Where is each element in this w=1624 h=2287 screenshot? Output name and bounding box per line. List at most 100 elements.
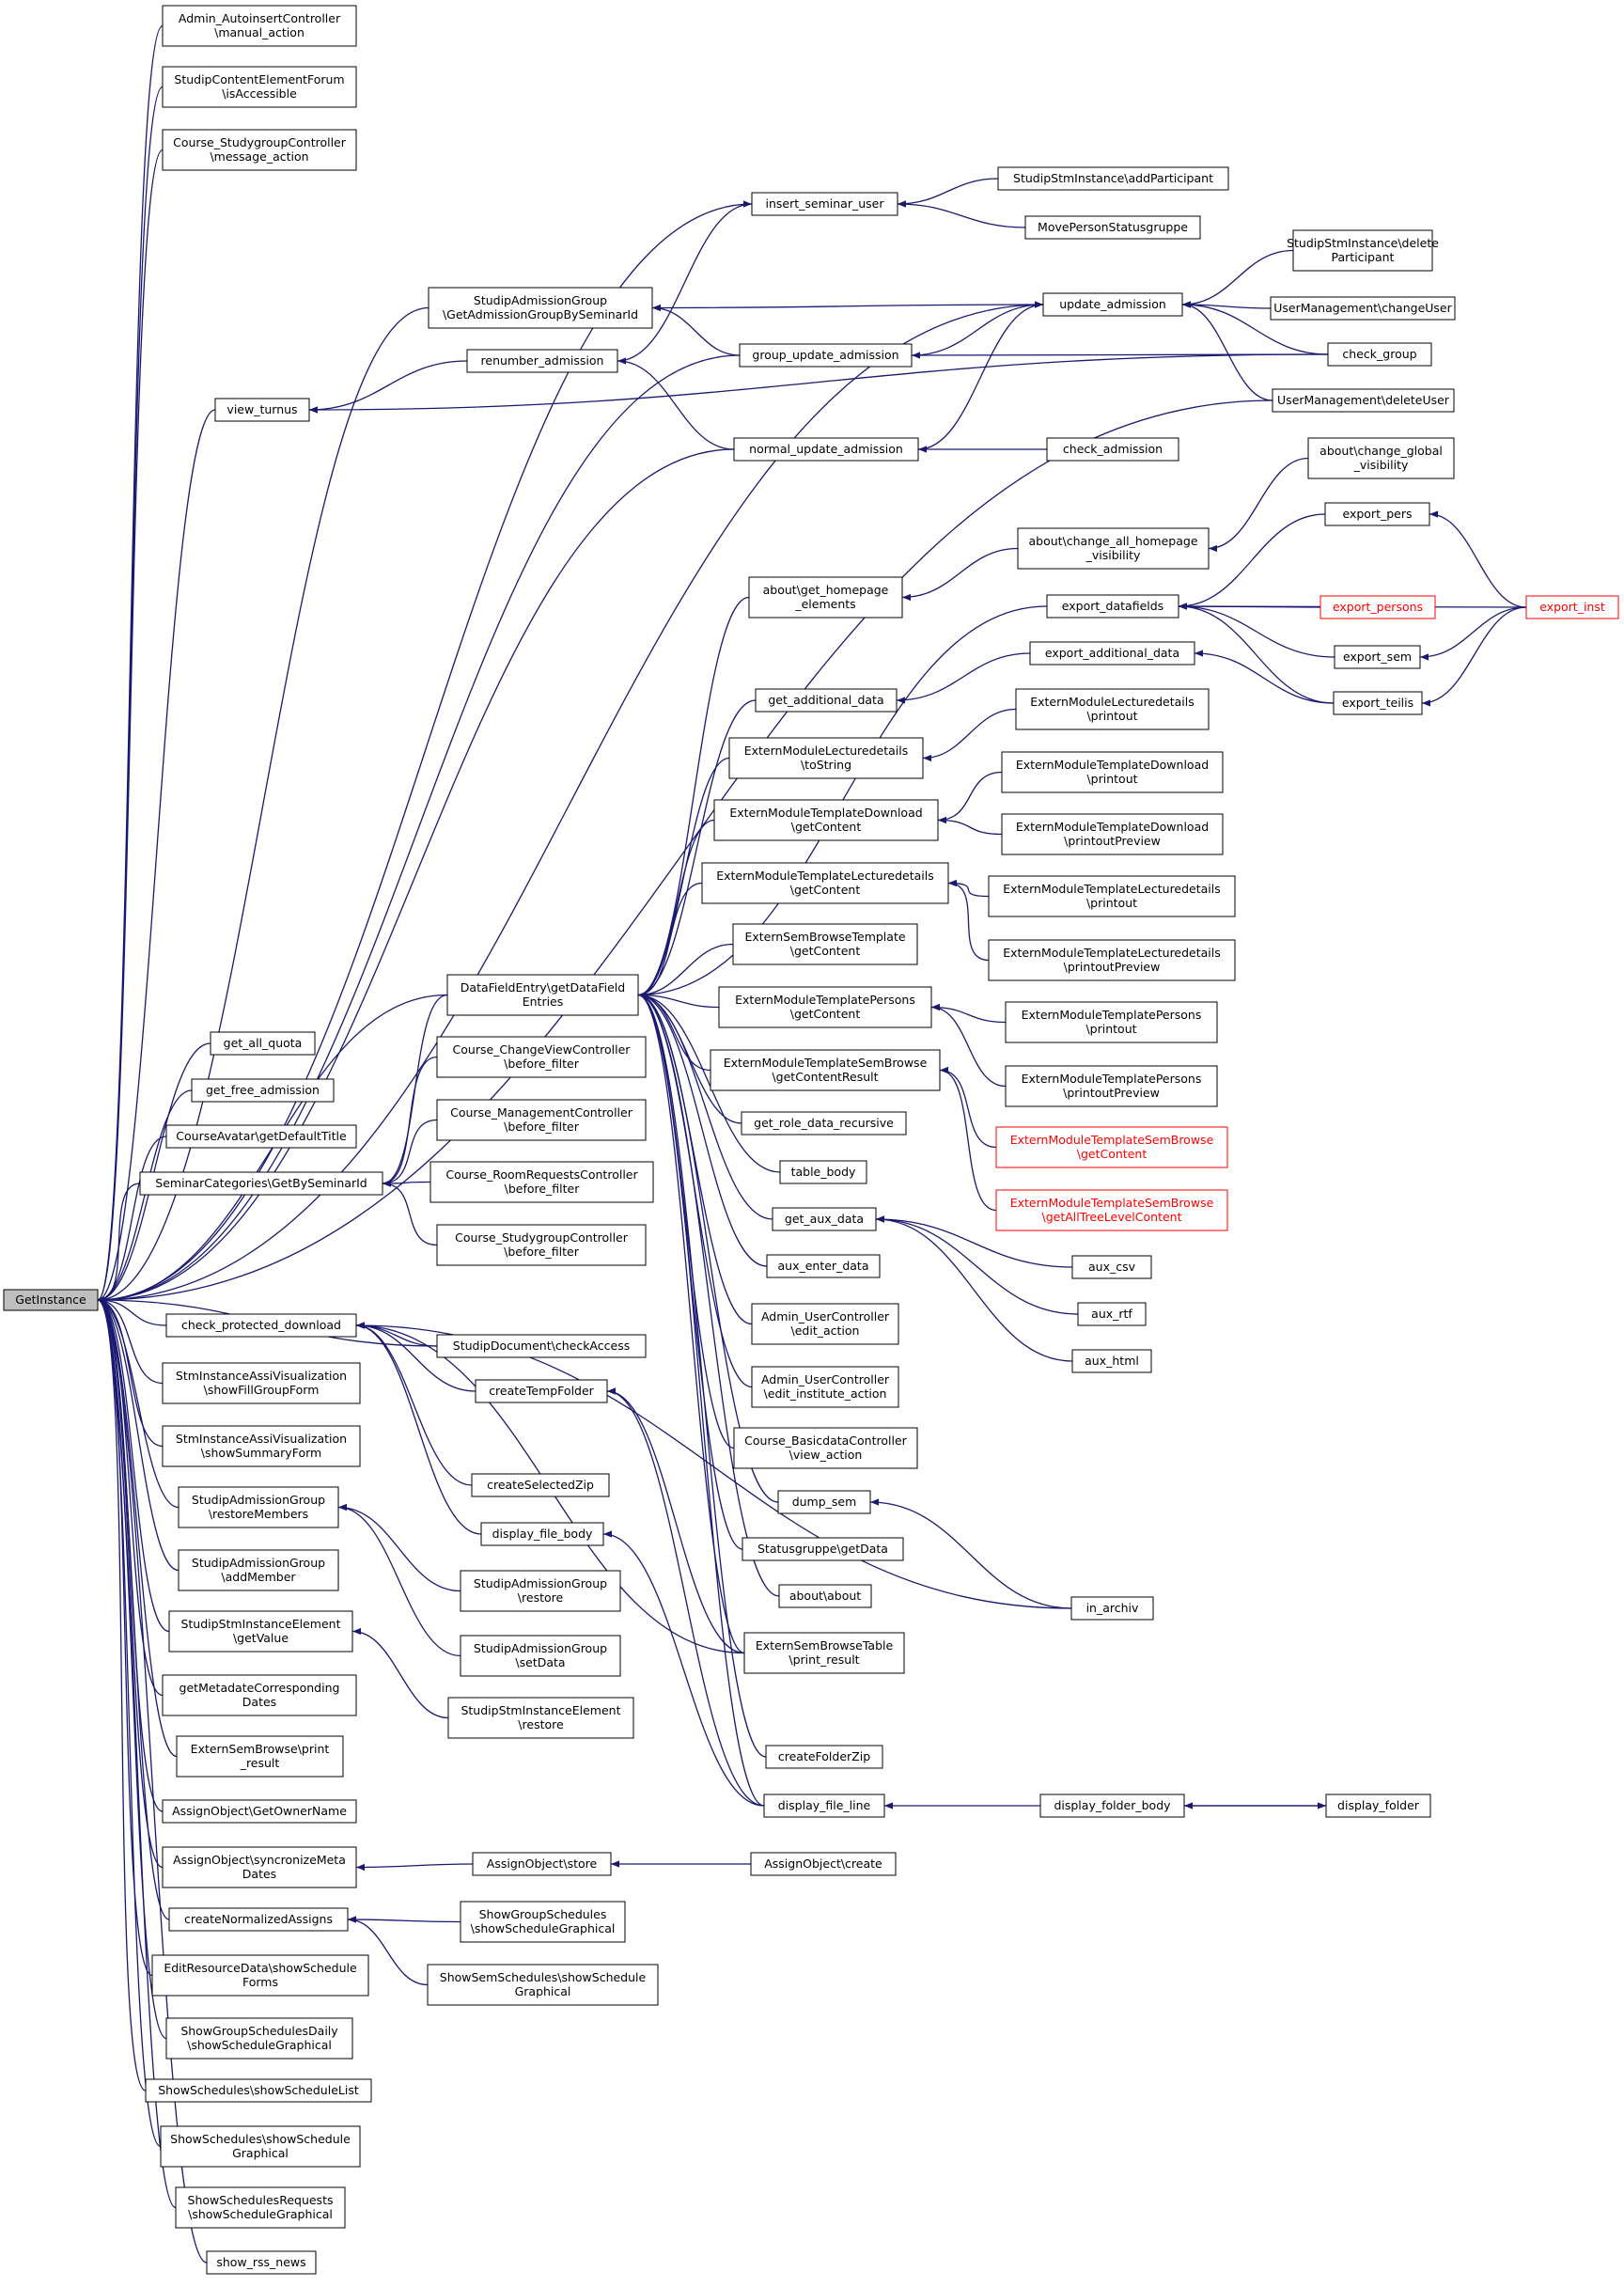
node-get-free-adm[interactable]: get_free_admission <box>191 1078 335 1103</box>
node-about[interactable]: about\about <box>778 1584 872 1608</box>
node-update-adm[interactable]: update_admission <box>1042 292 1183 317</box>
node-in-archiv[interactable]: in_archiv <box>1070 1596 1154 1621</box>
node-emtp-get[interactable]: ExternModuleTemplatePersons\getContent <box>718 986 932 1028</box>
node-stm-add[interactable]: StudipStmInstance\addParticipant <box>997 166 1229 191</box>
node-export-datafields[interactable]: export_datafields <box>1046 594 1179 619</box>
node-group-update[interactable]: group_update_admission <box>739 343 913 368</box>
node-emtl-preview[interactable]: ExternModuleTemplateLecturedetails\print… <box>988 939 1236 981</box>
node-get-all-quota[interactable]: get_all_quota <box>210 1031 316 1056</box>
node-createNorm[interactable]: createNormalizedAssigns <box>168 1907 349 1932</box>
node-rss[interactable]: show_rss_news <box>206 2250 317 2275</box>
node-ao-store[interactable]: AssignObject\store <box>472 1852 612 1876</box>
node-aux-csv[interactable]: aux_csv <box>1071 1255 1152 1279</box>
node-insert-sem[interactable]: insert_seminar_user <box>751 192 898 216</box>
node-export-inst[interactable]: export_inst <box>1525 595 1619 619</box>
node-ao-create[interactable]: AssignObject\create <box>750 1852 897 1876</box>
node-admgroup-restore[interactable]: StudipAdmissionGroup\restore <box>460 1570 621 1612</box>
node-cs-before[interactable]: Course_StudygroupController\before_filte… <box>436 1224 647 1266</box>
node-studygroup-msg[interactable]: Course_StudygroupController\message_acti… <box>162 129 357 171</box>
node-export-teilis[interactable]: export_teilis <box>1333 691 1423 715</box>
node-stmel-restore[interactable]: StudipStmInstanceElement\restore <box>447 1697 634 1739</box>
node-sss[interactable]: ShowSemSchedules\showScheduleGraphical <box>427 1964 659 2006</box>
node-emtl-printout[interactable]: ExternModuleTemplateLecturedetails\print… <box>988 875 1236 917</box>
node-display-file-line[interactable]: display_file_line <box>763 1794 885 1818</box>
node-export-pers[interactable]: export_pers <box>1324 502 1430 526</box>
node-um-change[interactable]: UserManagement\changeUser <box>1270 296 1456 321</box>
node-emtp-preview[interactable]: ExternModuleTemplatePersons\printoutPrev… <box>1005 1065 1218 1107</box>
node-get-homepage[interactable]: about\get_homepage_elements <box>748 576 903 619</box>
node-aux-enter[interactable]: aux_enter_data <box>766 1254 881 1278</box>
node-cm-before[interactable]: Course_ManagementController\before_filte… <box>436 1099 647 1141</box>
node-sgsd[interactable]: ShowGroupSchedulesDaily\showScheduleGrap… <box>165 2017 353 2060</box>
node-renumber[interactable]: renumber_admission <box>466 349 618 373</box>
node-emtp-printout[interactable]: ExternModuleTemplatePersons\printout <box>1005 1001 1218 1043</box>
node-esbt-get[interactable]: ExternSemBrowseTemplate\getContent <box>732 923 918 965</box>
node-normal-update[interactable]: normal_update_admission <box>733 437 919 462</box>
node-extsem-print[interactable]: ExternSemBrowse\print_result <box>176 1735 344 1778</box>
node-avatar[interactable]: CourseAvatar\getDefaultTitle <box>165 1124 357 1149</box>
node-createFolderZip[interactable]: createFolderZip <box>765 1745 883 1769</box>
node-createTemp[interactable]: createTempFolder <box>475 1379 608 1403</box>
node-admin-edit[interactable]: Admin_UserController\edit_action <box>751 1303 899 1345</box>
node-display-file-body[interactable]: display_file_body <box>480 1522 604 1546</box>
node-cv-before[interactable]: Course_ChangeViewController\before_filte… <box>436 1036 647 1078</box>
node-check-group[interactable]: check_group <box>1327 342 1432 367</box>
node-cpd[interactable]: check_protected_download <box>165 1313 357 1338</box>
node-admgroup-add[interactable]: StudipAdmissionGroup\addMember <box>178 1549 339 1591</box>
node-statusgruppe[interactable]: Statusgruppe\getData <box>742 1537 904 1561</box>
node-export-persons[interactable]: export_persons <box>1320 595 1436 619</box>
node-change-global[interactable]: about\change_global_visibility <box>1307 437 1455 479</box>
node-emts-result[interactable]: ExternModuleTemplateSemBrowse\getContent… <box>710 1049 941 1091</box>
node-display-folder[interactable]: display_folder <box>1325 1794 1431 1818</box>
node-doc-access[interactable]: StudipDocument\checkAccess <box>436 1334 647 1358</box>
node-dump-sem[interactable]: dump_sem <box>777 1490 871 1514</box>
node-forum[interactable]: StudipContentElementForum\isAccessible <box>162 66 357 108</box>
node-eml-tostring[interactable]: ExternModuleLecturedetails\toString <box>728 737 924 779</box>
node-ss-graph[interactable]: ShowSchedules\showScheduleGraphical <box>160 2125 361 2168</box>
node-emts-get[interactable]: ExternModuleTemplateSemBrowse\getContent <box>995 1126 1228 1168</box>
node-emtd-preview[interactable]: ExternModuleTemplateDownload\printoutPre… <box>1001 813 1224 855</box>
node-get-add-data[interactable]: get_additional_data <box>755 688 898 713</box>
node-basicdata[interactable]: Course_BasicdataController\view_action <box>733 1427 918 1469</box>
node-sgs[interactable]: ShowGroupSchedules\showScheduleGraphical <box>460 1901 626 1943</box>
node-stm-fill[interactable]: StmInstanceAssiVisualization\showFillGro… <box>162 1362 361 1404</box>
node-get-aux[interactable]: get_aux_data <box>772 1207 877 1231</box>
node-export-sem[interactable]: export_sem <box>1334 645 1421 669</box>
node-change-all[interactable]: about\change_all_homepage_visibility <box>1017 527 1210 570</box>
node-admgroup-restore-members[interactable]: StudipAdmissionGroup\restoreMembers <box>178 1486 339 1528</box>
node-eml-printout[interactable]: ExternModuleLecturedetails\printout <box>1015 688 1210 730</box>
node-um-delete[interactable]: UserManagement\deleteUser <box>1272 388 1455 413</box>
node-ssr[interactable]: ShowSchedulesRequests\showScheduleGraphi… <box>175 2186 346 2229</box>
node-view-turnus[interactable]: view_turnus <box>214 398 310 422</box>
node-check-adm[interactable]: check_admission <box>1046 437 1179 462</box>
node-emtl-get[interactable]: ExternModuleTemplateLecturedetails\getCo… <box>701 862 949 904</box>
node-ao-owner[interactable]: AssignObject\GetOwnerName <box>162 1799 357 1824</box>
node-emtd-get[interactable]: ExternModuleTemplateDownload\getContent <box>713 799 939 841</box>
node-ss-list[interactable]: ShowSchedules\showScheduleList <box>145 2078 372 2103</box>
node-admgroup-get[interactable]: StudipAdmissionGroup\GetAdmissionGroupBy… <box>428 287 653 329</box>
node-aux-rtf[interactable]: aux_rtf <box>1077 1302 1147 1326</box>
node-emtd-printout[interactable]: ExternModuleTemplateDownload\printout <box>1001 751 1224 793</box>
node-semcat[interactable]: SeminarCategories\GetBySeminarId <box>139 1171 383 1196</box>
node-move-person[interactable]: MovePersonStatusgruppe <box>1024 215 1201 240</box>
node-root[interactable]: GetInstance <box>3 1289 99 1311</box>
node-autoinsert[interactable]: Admin_AutoinsertController\manual_action <box>162 5 357 47</box>
node-role-data[interactable]: get_role_data_recursive <box>741 1111 907 1136</box>
node-admin-edit-inst[interactable]: Admin_UserController\edit_institute_acti… <box>751 1366 899 1408</box>
node-emts-alltree[interactable]: ExternModuleTemplateSemBrowse\getAllTree… <box>995 1189 1228 1231</box>
node-stmel-get[interactable]: StudipStmInstanceElement\getValue <box>168 1610 353 1653</box>
node-export-add[interactable]: export_additional_data <box>1029 641 1195 666</box>
node-stm-summary[interactable]: StmInstanceAssiVisualization\showSummary… <box>162 1425 361 1467</box>
node-createSelZip[interactable]: createSelectedZip <box>471 1473 610 1497</box>
node-cr-before[interactable]: Course_RoomRequestsController\before_fil… <box>429 1161 654 1203</box>
node-esbtable[interactable]: ExternSemBrowseTable\print_result <box>743 1632 905 1674</box>
node-table-body[interactable]: table_body <box>779 1160 867 1184</box>
node-admgroup-setdata[interactable]: StudipAdmissionGroup\setData <box>460 1635 621 1677</box>
node-aux-html[interactable]: aux_html <box>1071 1349 1152 1373</box>
node-display-folder-body[interactable]: display_folder_body <box>1039 1794 1185 1818</box>
